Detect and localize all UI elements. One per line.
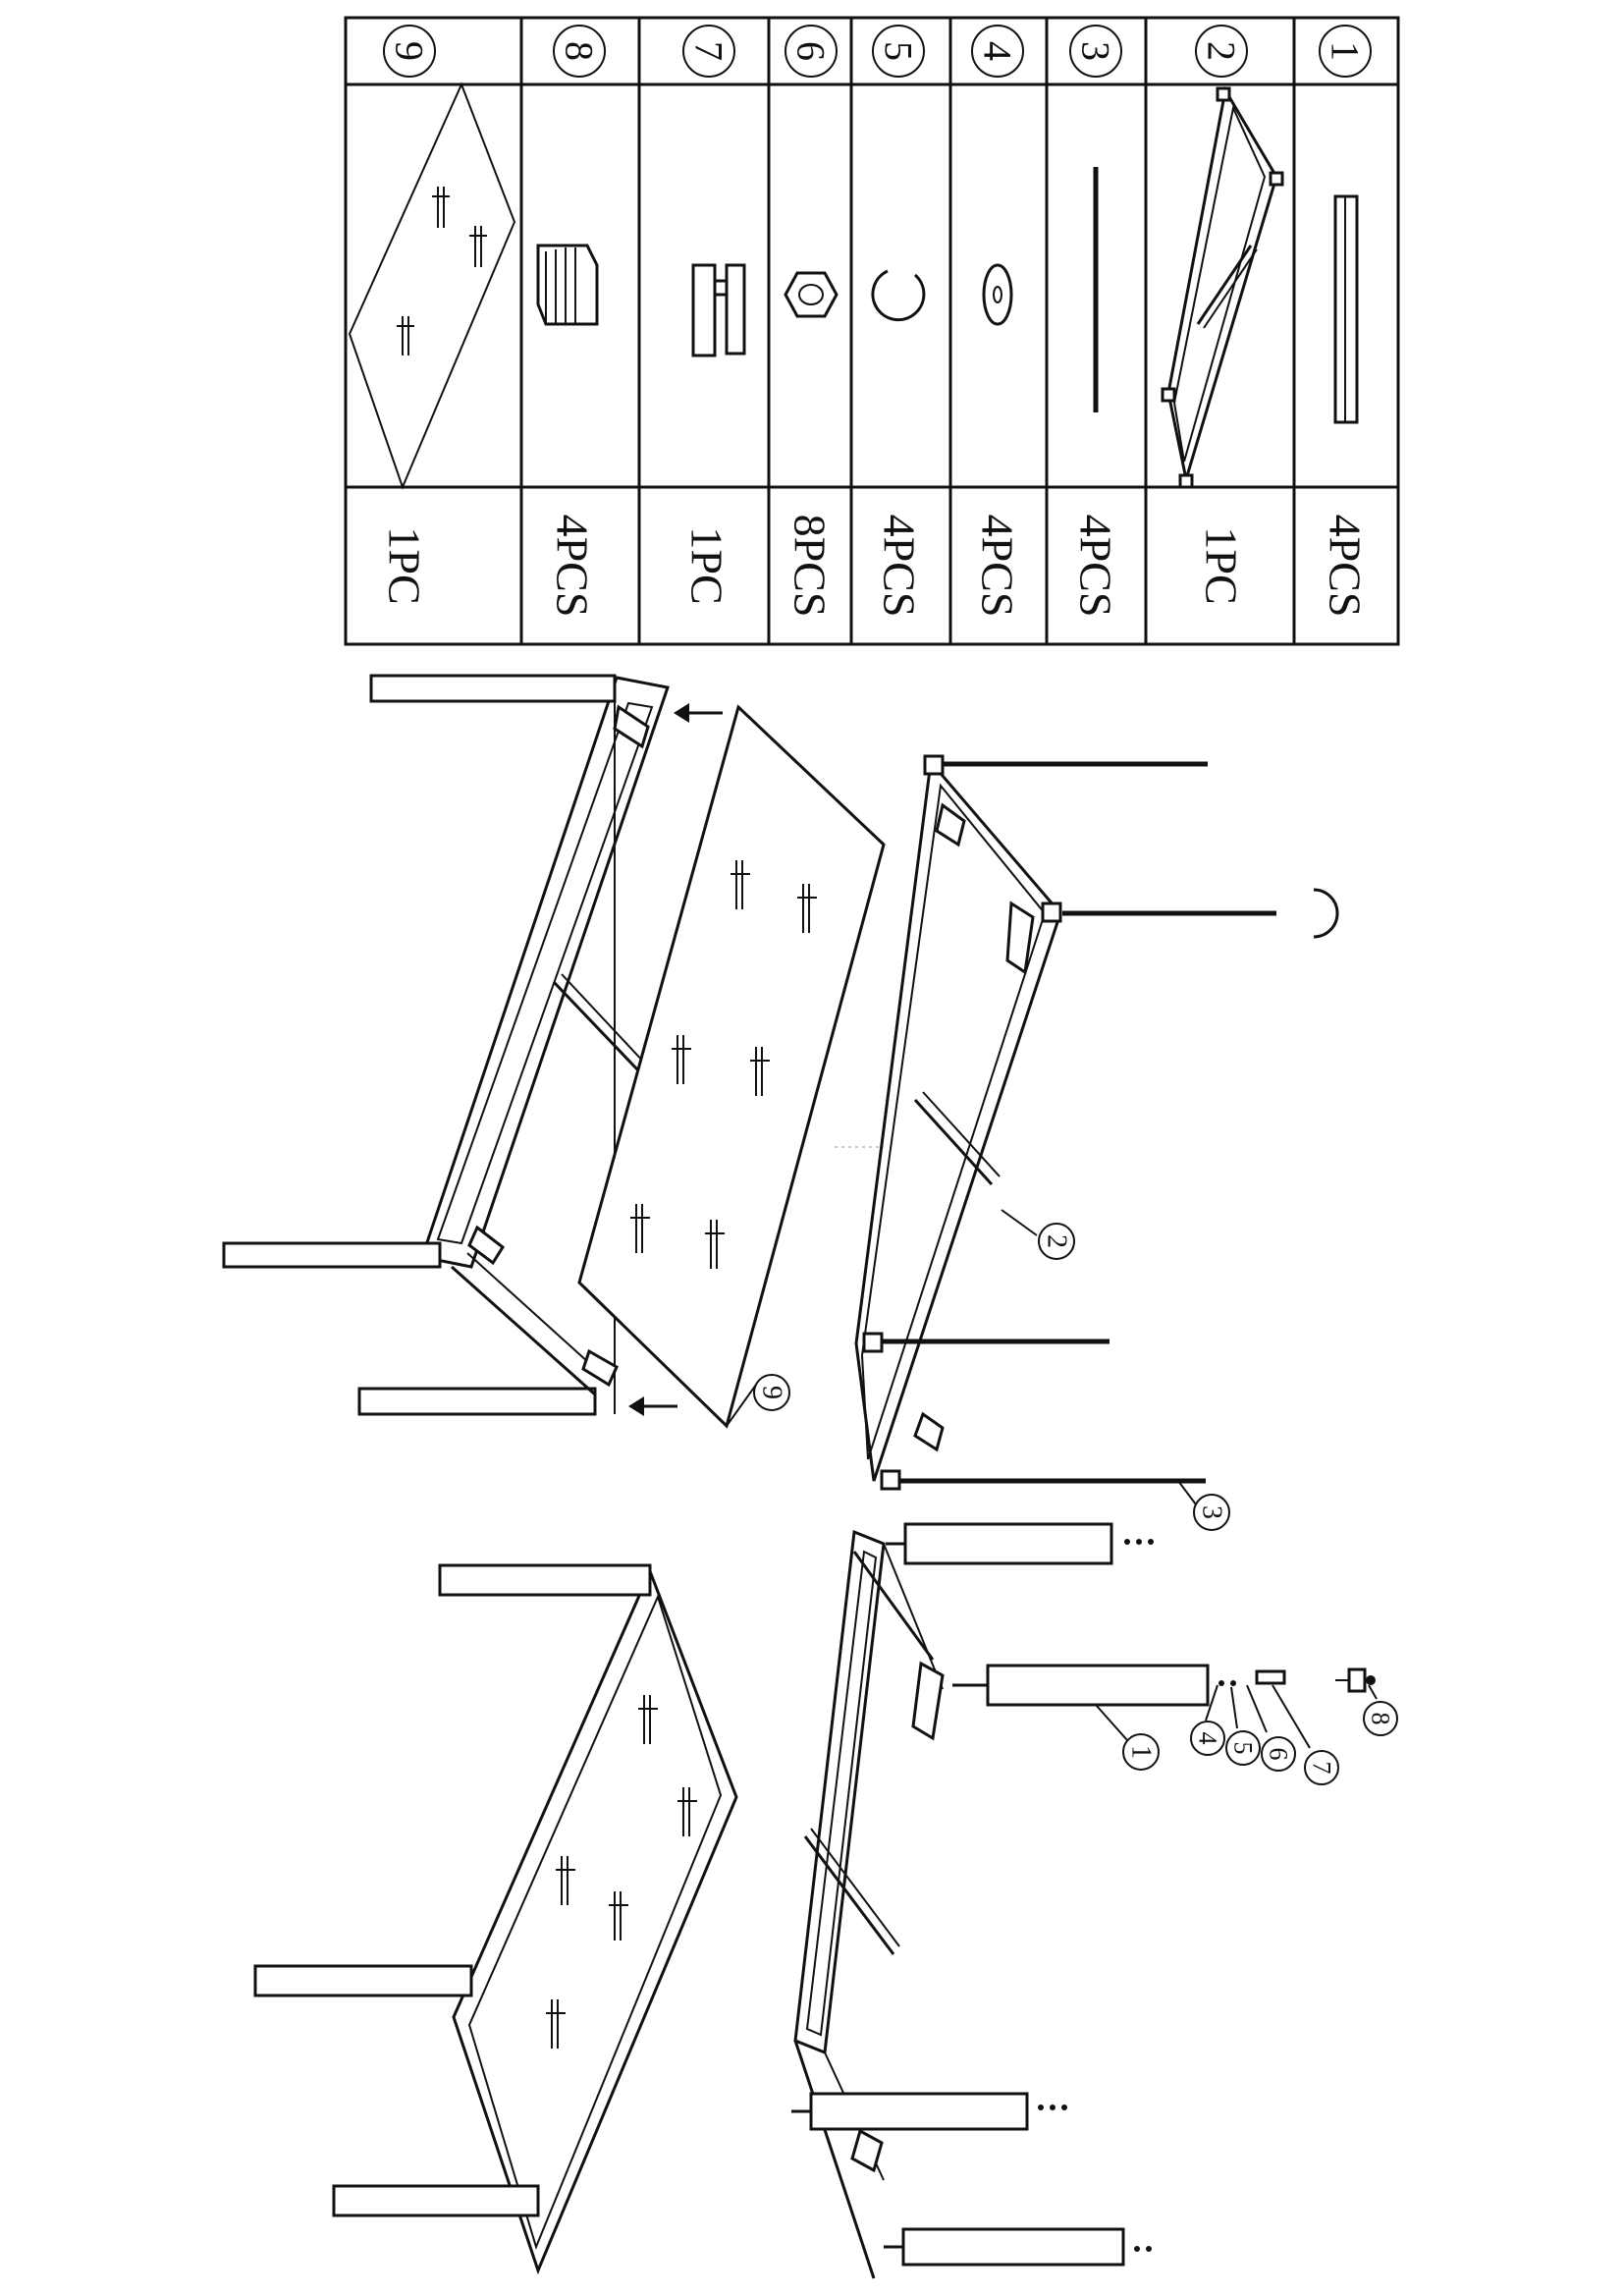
callout-5: 5 (1225, 1686, 1261, 1766)
part-qty-8: 4PCS (548, 515, 598, 618)
callout-6: 6 (1246, 1684, 1296, 1772)
callout-2: 2 (1001, 1209, 1075, 1260)
part-qty-5: 4PCS (875, 515, 925, 618)
part-number-3: 3 (1069, 25, 1122, 78)
part-number-6: 6 (785, 25, 838, 78)
svg-text:5: 5 (1229, 1742, 1258, 1755)
svg-text:5: 5 (877, 41, 921, 61)
part-number-8: 8 (553, 25, 606, 78)
svg-text:1: 1 (1324, 41, 1368, 61)
callout-9: 9 (726, 1374, 790, 1427)
wrench-icon (691, 263, 746, 357)
svg-text:9: 9 (757, 1386, 787, 1399)
svg-text:2: 2 (1042, 1234, 1072, 1248)
leg-assembly (791, 1522, 1376, 2279)
frame-with-rods (854, 754, 1339, 1491)
arrow-icon (674, 703, 723, 723)
callout-8: 8 (1363, 1684, 1398, 1736)
part-qty-1: 4PCS (1321, 515, 1371, 618)
part-number-5: 5 (872, 25, 925, 78)
part-qty-3: 4PCS (1071, 515, 1121, 618)
svg-text:4: 4 (976, 41, 1020, 61)
svg-text:2: 2 (1200, 41, 1244, 61)
svg-text:6: 6 (1265, 1748, 1293, 1761)
part-number-9: 9 (383, 25, 436, 78)
svg-text:6: 6 (789, 41, 834, 61)
svg-text:7: 7 (687, 41, 731, 61)
part-qty-7: 1PC (682, 526, 732, 604)
part-number-4: 4 (971, 25, 1024, 78)
callout-3: 3 (1177, 1480, 1230, 1531)
svg-text:3: 3 (1197, 1505, 1227, 1519)
part-qty-6: 8PCS (785, 515, 836, 618)
spring-washer-icon (871, 269, 926, 322)
arrow-icon (628, 1396, 677, 1416)
svg-text:7: 7 (1308, 1762, 1336, 1775)
foot-pad-icon (536, 244, 599, 326)
svg-text:9: 9 (388, 41, 432, 61)
frame-icon (1161, 85, 1284, 489)
washer-icon (982, 263, 1013, 326)
completed-table (253, 1563, 738, 2275)
svg-text:8: 8 (1367, 1713, 1395, 1725)
parts-table: 9 8 7 6 5 4 3 2 (344, 16, 1400, 646)
part-qty-9: 1PC (380, 526, 430, 604)
part-number-1: 1 (1319, 25, 1372, 78)
svg-text:3: 3 (1074, 41, 1118, 61)
part-qty-2: 1PC (1197, 526, 1247, 604)
part-qty-4: 4PCS (973, 515, 1023, 618)
svg-text:8: 8 (558, 41, 602, 61)
callout-1: 1 (1095, 1704, 1160, 1771)
spring-washer-icon (1313, 888, 1339, 939)
svg-text:1: 1 (1126, 1745, 1157, 1759)
svg-text:4: 4 (1194, 1732, 1222, 1745)
leg-icon (1333, 194, 1359, 424)
callout-7: 7 (1272, 1684, 1339, 1785)
callout-4: 4 (1190, 1684, 1225, 1756)
top-frame-assembly (222, 674, 723, 1416)
glass-top-icon (348, 82, 516, 490)
part-number-7: 7 (682, 25, 735, 78)
part-number-2: 2 (1195, 25, 1248, 78)
nut-icon (784, 271, 839, 318)
